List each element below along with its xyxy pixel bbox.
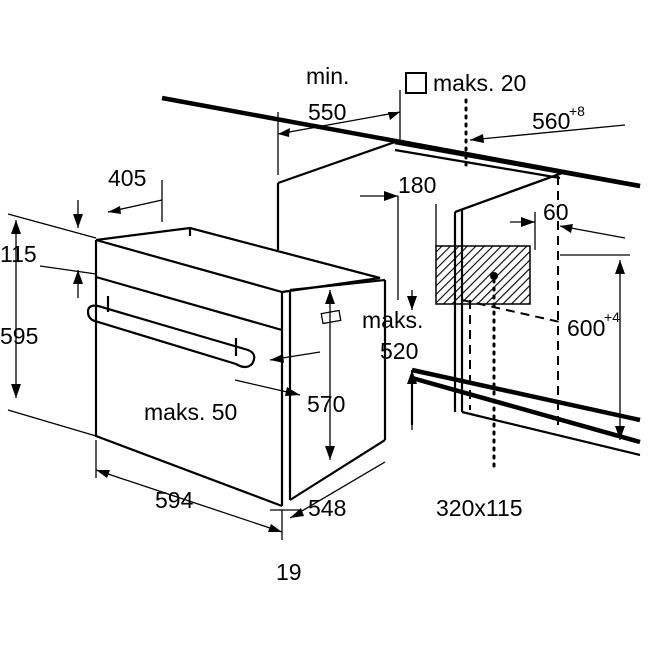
arrow-50-l (285, 387, 300, 396)
ventilation-opening (435, 245, 531, 305)
label-600-tolerance: +4 (604, 309, 620, 325)
vent-center-mark (490, 272, 498, 280)
label-550: 550 (308, 99, 346, 125)
label-405: 405 (108, 165, 146, 191)
arrowheads (11, 112, 625, 532)
arrow-595-b (11, 384, 21, 398)
arrow-520-b (407, 370, 417, 384)
label-595: 595 (0, 323, 38, 349)
arrow-180 (384, 191, 398, 201)
label-115: 115 (0, 241, 37, 267)
oven-body (86, 226, 387, 508)
vent-square-icon (405, 72, 427, 94)
shelf-upper (411, 367, 641, 423)
arrow-60-r (560, 224, 573, 233)
shelf-lower (411, 375, 641, 445)
arrow-570-t (325, 290, 335, 304)
ext-595-top (7, 213, 97, 239)
arrow-405-l (108, 206, 121, 214)
oven-side-bottom (289, 439, 386, 501)
label-maks-520-word: maks. (362, 307, 423, 333)
label-560-tolerance: +8 (569, 103, 585, 119)
dim-594 (95, 469, 283, 533)
arrow-595-t (11, 220, 21, 234)
dim-548 (289, 461, 386, 519)
niche-front-top (454, 170, 566, 214)
dim-550 (277, 111, 401, 135)
arrow-550-l (278, 128, 290, 137)
label-594: 594 (155, 487, 194, 513)
label-60: 60 (543, 199, 569, 225)
label-520: 520 (380, 338, 418, 364)
label-560: 560 (532, 108, 570, 134)
label-600: 600 (567, 315, 605, 341)
label-180: 180 (398, 172, 436, 198)
label-min: min. (306, 63, 349, 89)
oven-front-left-bottom (94, 240, 283, 508)
ext-115-bottom (39, 265, 97, 275)
label-548: 548 (308, 495, 346, 521)
arrow-594-l (96, 470, 110, 478)
label-maks-50: maks. 50 (144, 399, 237, 425)
oven-panel-bottom (95, 275, 283, 332)
dimension-labels: min. 550 maks. 20 560 +8 405 180 60 115 … (0, 63, 620, 585)
arrow-570-b (325, 446, 335, 460)
arrow-115-b (73, 270, 83, 284)
shelf-front (461, 410, 641, 457)
arrow-600-b (615, 426, 625, 440)
label-570: 570 (307, 391, 345, 417)
niche-top-inner-edge (394, 148, 561, 180)
arrow-594-r (268, 524, 282, 532)
oven-side-top (289, 278, 386, 292)
dim-560 (469, 124, 626, 141)
arrow-520-t (407, 296, 417, 310)
arrow-115-t (73, 214, 83, 228)
oven-panel-top (95, 238, 283, 294)
arrow-550-r (388, 112, 400, 120)
mounting-bracket (320, 309, 342, 325)
arrow-600-t (615, 260, 625, 274)
oven-top (95, 226, 381, 294)
arrow-548-l (290, 508, 304, 518)
label-320x115: 320x115 (436, 495, 523, 521)
arrow-560-l (470, 134, 484, 143)
label-maks-20: maks. 20 (433, 70, 526, 96)
arrow-50-u (270, 354, 284, 363)
oven-door-handle (86, 304, 256, 369)
arrow-60 (521, 217, 535, 227)
ext-595-bottom (7, 409, 97, 437)
label-19: 19 (276, 559, 302, 585)
